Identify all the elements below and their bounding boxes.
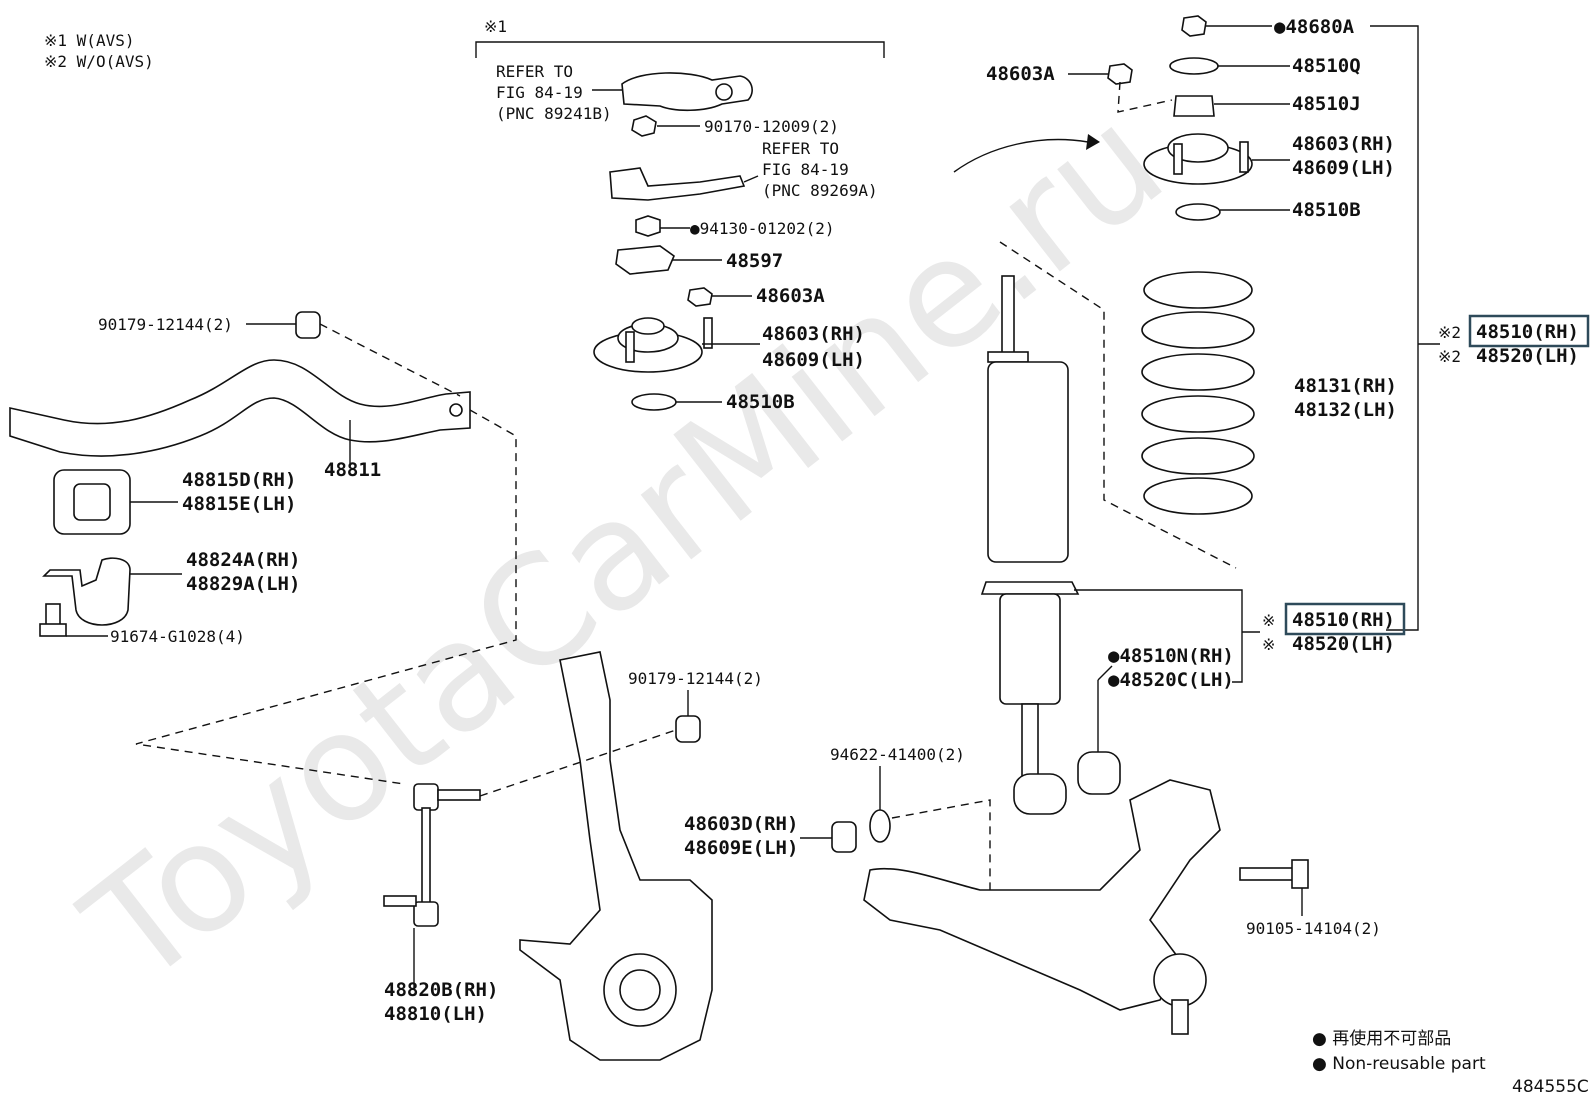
label-48131: 48131(RH) <box>1294 375 1397 397</box>
arrow-head <box>1086 134 1100 150</box>
label-48603d: 48603D(RH) <box>684 813 798 835</box>
label-90105: 90105-14104(2) <box>1246 919 1381 938</box>
label-48810: 48810(LH) <box>384 1003 487 1025</box>
label-48132: 48132(LH) <box>1294 399 1397 421</box>
ref2-line3: (PNC 89269A) <box>762 181 878 200</box>
label-48597: 48597 <box>726 250 783 272</box>
mark1-lower: ※ <box>1262 635 1275 654</box>
group-bracket <box>475 41 885 58</box>
lower-arm-part <box>863 779 1221 1011</box>
label-48520lh-lower: 48520(LH) <box>1292 633 1395 655</box>
ref1-line3: (PNC 89241B) <box>496 104 612 123</box>
nut-48603a-top-part <box>1107 63 1133 85</box>
label-90170: 90170-12009(2) <box>704 117 839 136</box>
strut-mount-top-part <box>1143 133 1253 185</box>
ref1-line1: REFER TO <box>496 62 573 81</box>
label-48520c: ●48520C(LH) <box>1108 669 1234 691</box>
shock-absorber-part <box>980 275 1080 815</box>
legend-en: ● Non-reusable part <box>1312 1054 1486 1074</box>
legend-jp: ● 再使用不可部品 <box>1312 1028 1451 1049</box>
bearing-48510b-top-part <box>1175 203 1221 221</box>
label-48510j: 48510J <box>1292 93 1361 115</box>
washer-94622-part <box>869 809 891 843</box>
bushing-90179-top-part <box>295 311 321 339</box>
label-48815d: 48815D(RH) <box>182 469 296 491</box>
mark1-upper: ※ <box>1262 611 1275 630</box>
note-no-avs: ※2 W/O(AVS) <box>44 52 154 71</box>
mark2-lower: ※2 <box>1438 347 1461 366</box>
label-48609e: 48609E(LH) <box>684 837 798 859</box>
assembly-arrow <box>953 138 1089 173</box>
steering-knuckle-part <box>519 651 713 1061</box>
label-48510n: ●48510N(RH) <box>1108 645 1234 667</box>
label-48609lh-mid: 48609(LH) <box>762 349 865 371</box>
label-48603a-top: 48603A <box>986 63 1055 85</box>
bolt-91674-part <box>39 603 67 637</box>
strut-mount-mid-part <box>593 317 713 373</box>
label-48603rh-mid: 48603(RH) <box>762 323 865 345</box>
washer-48510q-part <box>1169 57 1219 75</box>
label-48510b-top: 48510B <box>1292 199 1361 221</box>
label-48510rh-upper[interactable]: 48510(RH) <box>1476 321 1579 343</box>
bushing-48510n-part <box>1077 751 1121 795</box>
coil-spring-part <box>1141 271 1255 515</box>
label-48829a: 48829A(LH) <box>186 573 300 595</box>
nut-90170-part <box>631 115 657 137</box>
label-48603rh-top: 48603(RH) <box>1292 133 1395 155</box>
label-94130: ●94130-01202(2) <box>690 219 835 238</box>
label-48811: 48811 <box>324 459 381 481</box>
nut-94130-part <box>635 215 661 237</box>
label-90179-top: 90179-12144(2) <box>98 315 233 334</box>
nut-48680a-part <box>1181 15 1207 37</box>
label-48824a: 48824A(RH) <box>186 549 300 571</box>
cushion-48510j-part <box>1173 95 1215 117</box>
ref2-line1: REFER TO <box>762 139 839 158</box>
label-48603a-mid: 48603A <box>756 285 825 307</box>
bolt-90105-part <box>1239 859 1309 889</box>
highlight-48510rh-lower <box>1284 602 1406 636</box>
label-48510rh-lower[interactable]: 48510(RH) <box>1292 609 1395 631</box>
sensor-bracket-part <box>609 167 746 201</box>
label-48609lh-top: 48609(LH) <box>1292 157 1395 179</box>
note-avs: ※1 W(AVS) <box>44 31 134 50</box>
mark2-upper: ※2 <box>1438 323 1461 342</box>
nut-48603a-mid-part <box>687 287 713 307</box>
avs-actuator-part <box>621 72 753 112</box>
label-48815e: 48815E(LH) <box>182 493 296 515</box>
plate-48597-part <box>615 245 675 275</box>
label-48510b-mid: 48510B <box>726 391 795 413</box>
stabilizer-link-part <box>383 783 481 927</box>
label-94622: 94622-41400(2) <box>830 745 965 764</box>
highlight-48510rh-upper <box>1468 314 1590 348</box>
bearing-48510b-mid-part <box>631 393 677 411</box>
ref2-line2: FIG 84-19 <box>762 160 849 179</box>
label-48820b: 48820B(RH) <box>384 979 498 1001</box>
group-mark-avs: ※1 <box>484 17 507 36</box>
bracket-48824-part <box>42 557 131 626</box>
stabilizer-bar-part <box>9 359 471 457</box>
ref1-line2: FIG 84-19 <box>496 83 583 102</box>
label-91674: 91674-G1028(4) <box>110 627 245 646</box>
bushing-90179-mid-part <box>675 715 701 743</box>
label-90179-mid: 90179-12144(2) <box>628 669 763 688</box>
bushing-48603d-part <box>831 821 857 853</box>
figure-id: 484555C <box>1512 1077 1589 1097</box>
label-48520lh-upper: 48520(LH) <box>1476 345 1579 367</box>
label-48680a: ●48680A <box>1274 16 1355 38</box>
label-48510q: 48510Q <box>1292 55 1361 77</box>
